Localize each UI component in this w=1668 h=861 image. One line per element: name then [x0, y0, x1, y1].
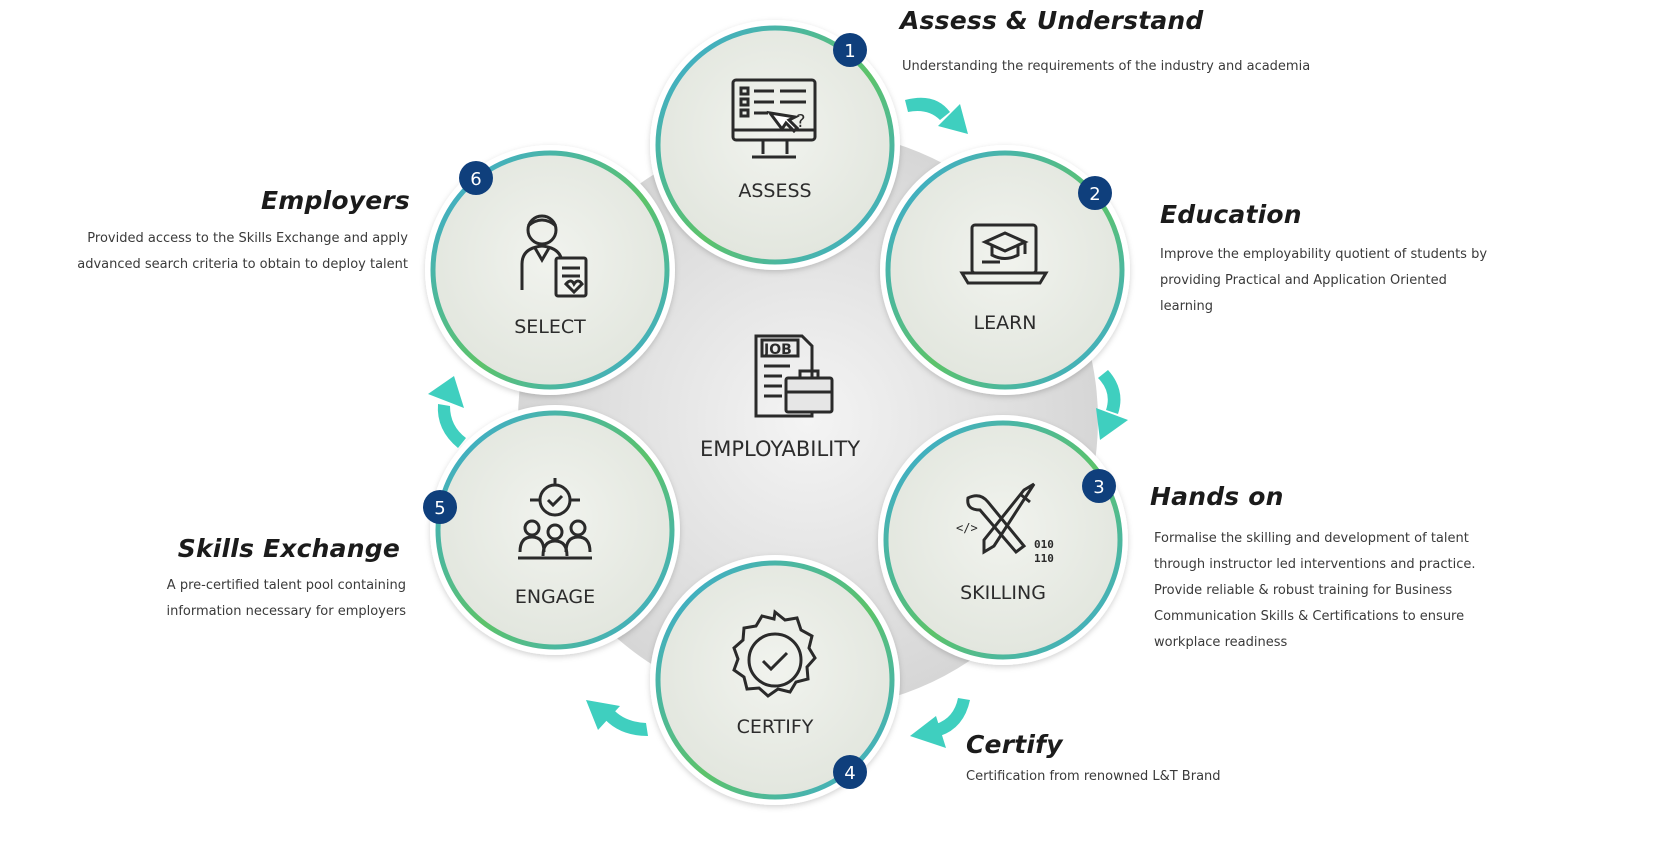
step-number-2: 2	[1089, 184, 1100, 205]
step-badge-4: 4	[833, 755, 867, 789]
step-label-assess: ASSESS	[738, 180, 811, 202]
desc-line: A pre-certified talent pool containing	[166, 578, 406, 593]
desc-line: Understanding the requirements of the in…	[902, 59, 1311, 74]
step-label-certify: CERTIFY	[737, 716, 814, 738]
step-badge-6: 6	[459, 161, 493, 195]
desc-line: through instructor led interventions and…	[1154, 557, 1476, 572]
step-description-hands-on: Formalise the skilling and development o…	[1154, 526, 1476, 656]
step-description-assess: Understanding the requirements of the in…	[902, 54, 1310, 80]
desc-line: information necessary for employers	[166, 604, 406, 619]
step-circle-assess[interactable]	[650, 20, 900, 270]
desc-line: workplace readiness	[1154, 635, 1288, 650]
step-number-5: 5	[434, 498, 445, 519]
svg-text:?: ?	[796, 111, 806, 132]
desc-line: providing Practical and Application Orie…	[1160, 273, 1447, 288]
desc-line: Provided access to the Skills Exchange a…	[87, 231, 408, 246]
svg-text:110: 110	[1034, 552, 1054, 565]
step-circle-select[interactable]	[425, 145, 675, 395]
step-description-employers: Provided access to the Skills Exchange a…	[77, 226, 408, 278]
step-title-education: Education	[1160, 200, 1302, 229]
flow-arrow-3-to-4	[910, 698, 970, 748]
desc-line: Provide reliable & robust training for B…	[1154, 583, 1453, 598]
step-badge-3: 3	[1082, 469, 1116, 503]
step-label-engage: ENGAGE	[515, 586, 595, 608]
step-title-certify: Certify	[966, 730, 1063, 759]
step-description-education: Improve the employability quotient of st…	[1160, 242, 1487, 320]
desc-line: advanced search criteria to obtain to de…	[77, 257, 408, 272]
step-description-certify: Certification from renowned L&T Brand	[966, 764, 1221, 790]
desc-line: Certification from renowned L&T Brand	[966, 769, 1221, 784]
step-title-hands-on: Hands on	[1150, 482, 1284, 511]
step-circle-engage[interactable]	[430, 405, 680, 655]
step-title-employers: Employers	[260, 186, 410, 215]
flow-arrow-4-to-5	[586, 700, 648, 736]
svg-text:010: 010	[1034, 538, 1054, 551]
step-label-learn: LEARN	[973, 312, 1036, 334]
employer-document-icon	[520, 214, 588, 298]
center-label: EMPLOYABILITY	[700, 437, 860, 461]
step-badge-2: 2	[1078, 176, 1112, 210]
desc-line: learning	[1160, 299, 1214, 314]
step-number-6: 6	[470, 169, 481, 190]
certificate-seal-icon	[732, 609, 817, 698]
step-circle-learn[interactable]	[880, 145, 1130, 395]
job-briefcase-icon: JOB	[754, 334, 834, 418]
desc-line: Formalise the skilling and development o…	[1154, 531, 1469, 546]
flow-arrow-2-to-3	[1096, 370, 1128, 440]
step-label-select: SELECT	[514, 316, 586, 338]
flow-arrow-1-to-2	[905, 97, 968, 134]
step-number-4: 4	[844, 763, 855, 784]
step-number-1: 1	[844, 41, 855, 62]
svg-text:</>: </>	[956, 521, 978, 535]
desc-line: Communication Skills & Certifications to…	[1154, 609, 1465, 624]
step-circle-skilling[interactable]	[878, 415, 1128, 665]
desc-line: Improve the employability quotient of st…	[1160, 247, 1488, 262]
svg-text:JOB: JOB	[763, 342, 792, 358]
step-number-3: 3	[1093, 477, 1104, 498]
computer-quiz-icon: ?	[731, 78, 817, 159]
step-label-skilling: SKILLING	[960, 582, 1046, 604]
step-title-skills-exchange: Skills Exchange	[177, 534, 400, 563]
flow-arrow-5-to-6	[428, 376, 466, 448]
step-badge-5: 5	[423, 490, 457, 524]
laptop-graduation-cap-icon	[959, 223, 1049, 285]
pencil-wrench-code-icon: </> 010 110	[956, 482, 1054, 565]
step-badge-1: 1	[833, 33, 867, 67]
step-description-skills-exchange: A pre-certified talent pool containing i…	[166, 573, 406, 625]
people-network-icon	[518, 478, 592, 560]
step-title-assess: Assess & Understand	[900, 6, 1204, 35]
step-circle-certify[interactable]	[650, 555, 900, 805]
